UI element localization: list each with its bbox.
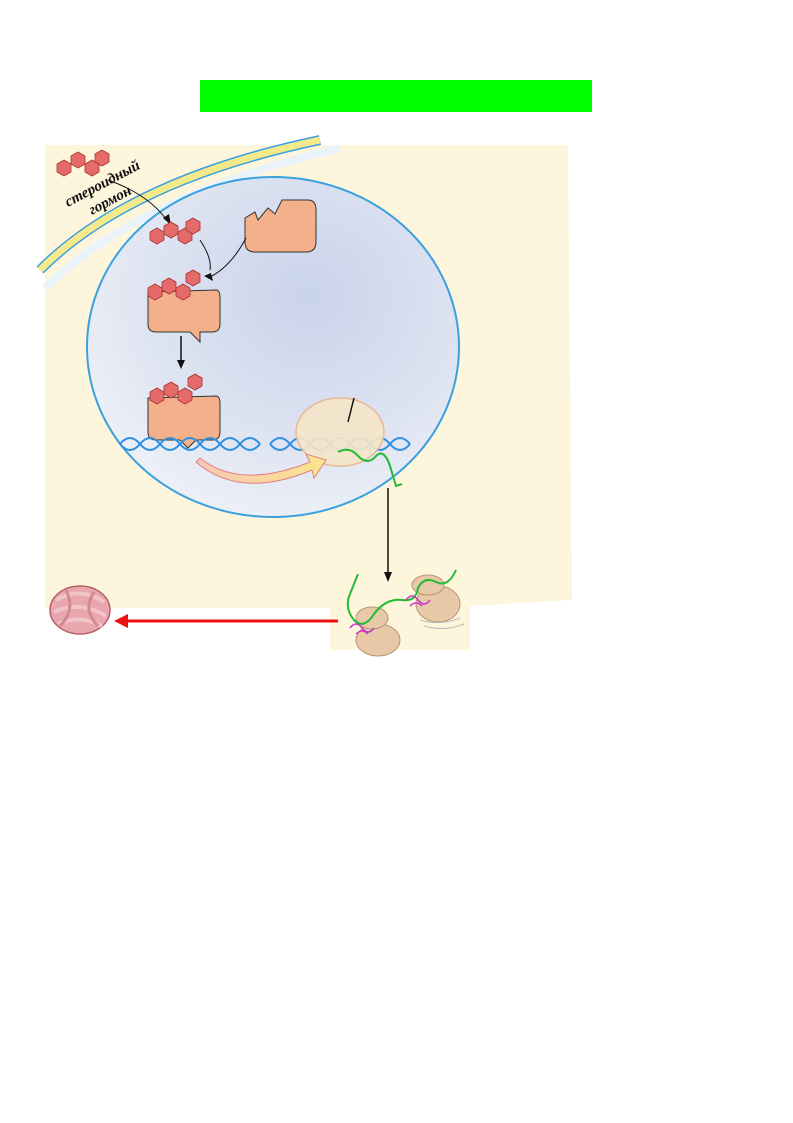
receptor-icon — [244, 199, 317, 253]
hormone-receptor-complex-icon — [147, 269, 221, 344]
mrna-strand — [337, 448, 403, 488]
cytoplasmic-mrna — [346, 569, 457, 625]
trna-icon — [349, 595, 431, 635]
polymerase-pointer — [347, 397, 355, 423]
folded-protein-icon — [49, 585, 111, 635]
rna-polymerase-icon — [295, 397, 385, 467]
title-bar — [200, 80, 592, 112]
transcription-arrow — [195, 453, 327, 484]
